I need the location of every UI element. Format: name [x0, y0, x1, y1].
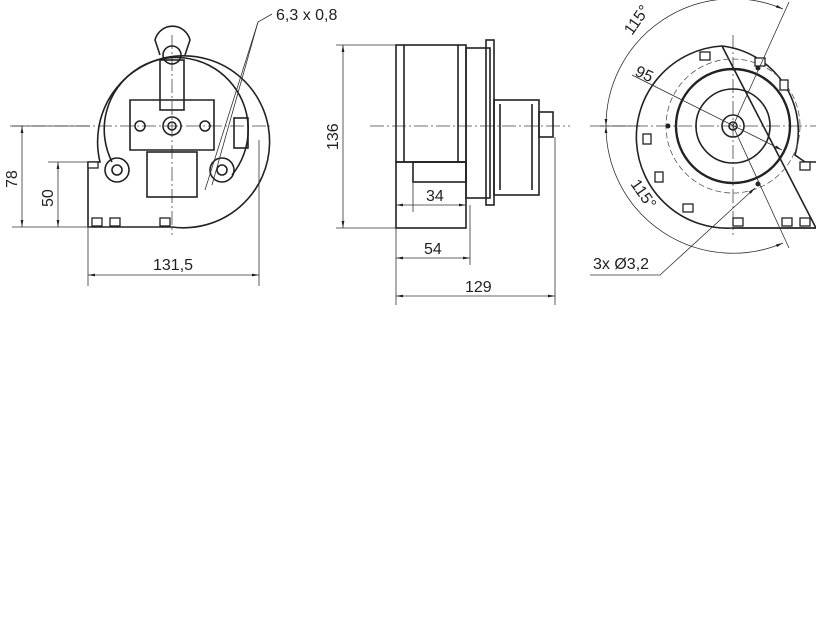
mounting-holes-label: 3x Ø3,2 [593, 256, 649, 273]
dim-total-depth-label: 129 [465, 279, 492, 296]
dim-width-label: 131,5 [153, 257, 193, 274]
bolt-circle-label: 95 [632, 63, 655, 86]
angle-top-label: 115° [621, 2, 653, 38]
angle-bottom-label: 115° [627, 177, 659, 213]
dim-height-total-label: 78 [4, 170, 21, 188]
dim-height-label: 136 [325, 123, 342, 150]
front-view: 78 50 131,5 6,3 x 0,8 [4, 7, 337, 286]
terminal-size-label: 6,3 x 0,8 [276, 7, 337, 24]
dim-outlet-inner-label: 34 [426, 188, 444, 205]
rear-view: 115° 95 115° 3x Ø3,2 [590, 0, 816, 276]
dim-outlet-outer-label: 54 [424, 241, 442, 258]
side-view: 136 34 54 129 [325, 39, 570, 305]
dim-height-outlet-label: 50 [40, 189, 57, 207]
